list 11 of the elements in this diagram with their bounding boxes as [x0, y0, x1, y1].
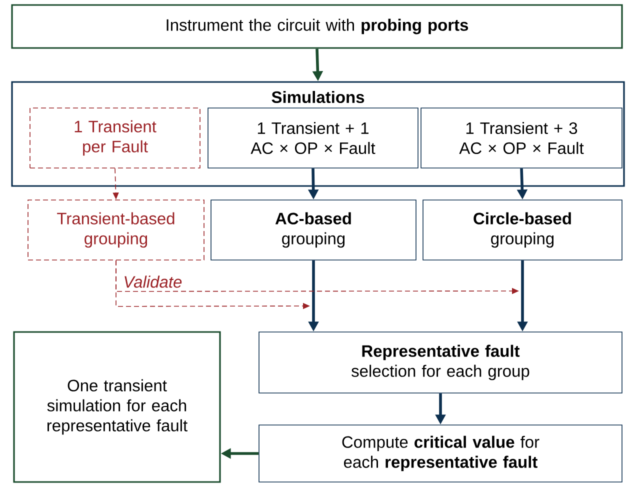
process-box: Instrument the circuit with probing ports	[11, 4, 623, 49]
process-box: AC-based grouping	[210, 200, 416, 260]
process-box: 1 Transient + 1 AC × OP × Fault	[208, 108, 418, 168]
edge-label: Validate	[124, 276, 182, 288]
process-box: Representative fault selection for each group	[258, 332, 622, 394]
dashed-box: Transient-based grouping	[28, 200, 204, 260]
process-box: One transient simulation for each representative fault	[13, 331, 221, 483]
dashed-box: 1 Transient per Fault	[30, 108, 200, 168]
process-box: 1 Transient + 3 AC × OP × Fault	[420, 108, 622, 168]
process-box: Compute critical value for each representative fault	[258, 424, 622, 482]
process-box: Circle-based grouping	[422, 200, 622, 260]
